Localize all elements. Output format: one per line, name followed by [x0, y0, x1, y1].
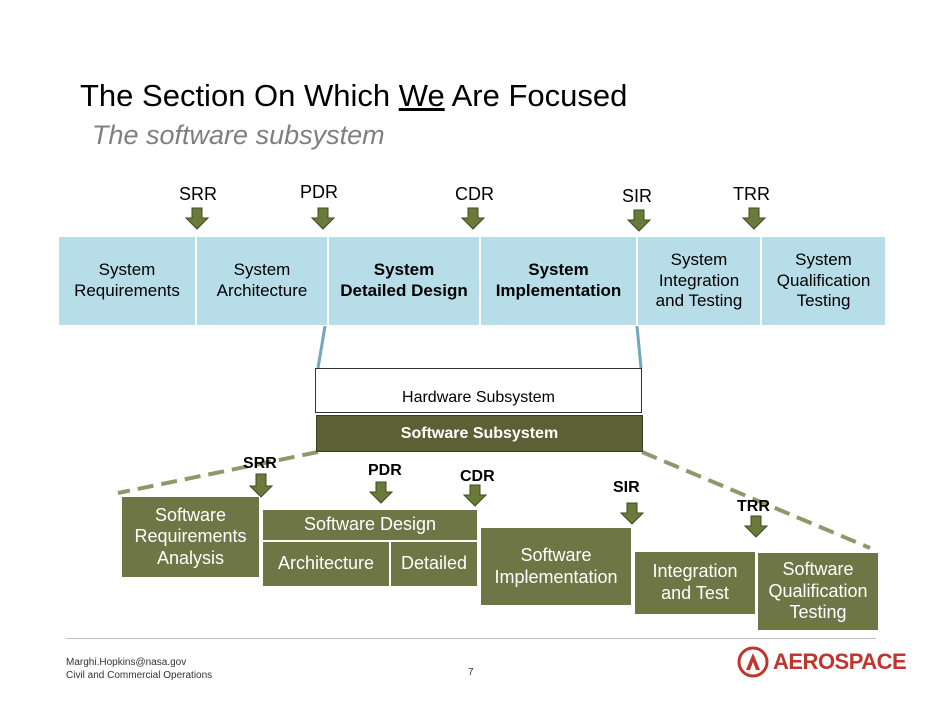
page-number: 7	[468, 667, 474, 678]
software-subsystem-box: Software Subsystem	[316, 415, 643, 452]
footer-email: Marghi.Hopkins@nasa.gov	[66, 657, 187, 668]
arrow-trr-bottom	[743, 515, 769, 538]
milestone-cdr-bottom: CDR	[460, 468, 495, 485]
milestone-trr-bottom: TRR	[737, 498, 770, 515]
milestone-cdr-top: CDR	[455, 184, 494, 204]
arrow-srr-bottom	[248, 473, 274, 498]
software-subsystem-label: Software Subsystem	[400, 424, 559, 442]
milestone-srr-top: SRR	[179, 184, 218, 204]
arrow-sir-bottom	[619, 502, 645, 525]
phase-software-architecture: Architecture	[262, 541, 390, 587]
aerospace-logo-text: AEROSPACE	[773, 649, 907, 674]
milestone-pdr-top: PDR	[300, 182, 339, 202]
arrow-sir-top	[626, 209, 652, 232]
milestone-trr-top: TRR	[733, 184, 770, 204]
milestone-pdr-bottom: PDR	[368, 462, 402, 479]
page-title: The Section On Which We Are Focused	[80, 78, 628, 113]
footer-divider	[66, 638, 876, 639]
arrow-trr-top	[741, 207, 767, 230]
milestone-sir-top: SIR	[622, 186, 653, 206]
footer-org: Civil and Commercial Operations	[66, 670, 213, 681]
phase-software-detailed: Detailed	[390, 541, 478, 587]
aerospace-logo-icon	[737, 646, 769, 678]
aerospace-logo: AEROSPACE	[737, 646, 907, 678]
hardware-subsystem-box: Hardware Subsystem	[315, 368, 642, 413]
page-subtitle: The software subsystem	[92, 120, 385, 150]
arrow-srr-top	[184, 207, 210, 230]
phase-software-design: Software Design	[262, 509, 478, 541]
arrow-pdr-bottom	[368, 481, 394, 504]
milestone-srr-bottom: SRR	[243, 455, 277, 472]
arrow-cdr-bottom	[462, 484, 488, 507]
milestone-sir-bottom: SIR	[613, 479, 640, 496]
arrow-pdr-top	[310, 207, 336, 230]
arrow-cdr-top	[460, 207, 486, 230]
hardware-subsystem-label: Hardware Subsystem	[402, 389, 555, 407]
